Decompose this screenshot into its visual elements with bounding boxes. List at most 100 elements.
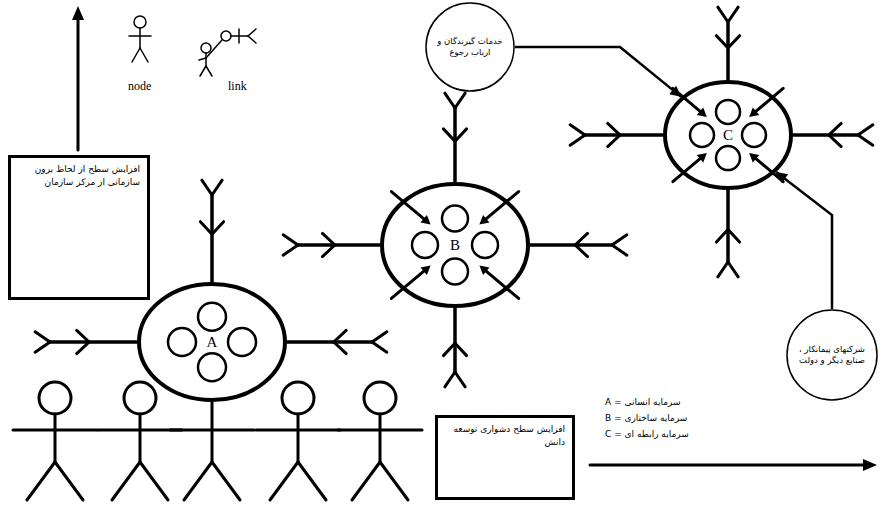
legend-line: A = سرمایه انسانی bbox=[605, 397, 680, 407]
branch-tip bbox=[858, 125, 873, 135]
branch-tip bbox=[202, 180, 212, 195]
person-leg bbox=[212, 462, 240, 500]
branch-tip bbox=[858, 135, 873, 145]
branch-fork bbox=[608, 123, 620, 135]
branch-tip bbox=[212, 180, 222, 195]
branch-tip bbox=[35, 342, 50, 352]
branch-tip bbox=[283, 235, 298, 245]
branch-tip bbox=[612, 235, 627, 245]
branch-tip bbox=[718, 7, 728, 22]
branch-fork bbox=[608, 135, 620, 147]
branch-fork bbox=[212, 222, 224, 234]
person-leg bbox=[270, 462, 298, 500]
branch-fork bbox=[716, 36, 728, 48]
branch-fork bbox=[455, 343, 467, 355]
branch-tip bbox=[455, 93, 465, 108]
node-icon bbox=[140, 48, 148, 62]
inward-arrow-head bbox=[697, 153, 707, 163]
branch-stem bbox=[50, 340, 137, 344]
callout-text: شرکتهای پیمانکار ، صنایع دیگر و دولت bbox=[797, 344, 867, 366]
inner-circle bbox=[716, 100, 740, 124]
inward-arrow-head bbox=[421, 215, 431, 225]
ellipse-border bbox=[139, 284, 285, 400]
person-body bbox=[139, 414, 142, 462]
person-arms bbox=[256, 429, 340, 432]
branch-tip bbox=[718, 262, 728, 277]
branch-tip bbox=[445, 372, 455, 387]
node-icon bbox=[129, 35, 151, 37]
capital-letter: B bbox=[450, 238, 460, 253]
branch-fork bbox=[77, 342, 89, 354]
inward-arrow bbox=[391, 192, 424, 220]
branch-stem bbox=[585, 133, 663, 137]
link-icon bbox=[248, 29, 256, 36]
person-body bbox=[379, 414, 382, 462]
right-arrow-head bbox=[863, 459, 877, 471]
up-arrow-head bbox=[72, 6, 84, 20]
link-icon bbox=[205, 53, 207, 66]
capital-ellipse: B bbox=[380, 182, 530, 308]
callout-text: خدمات گیرندگان و ارباب رجوع bbox=[436, 36, 504, 58]
branch-fork bbox=[443, 129, 455, 141]
node-icon-head bbox=[134, 16, 146, 28]
branch-tip bbox=[455, 372, 465, 387]
branch-fork bbox=[322, 245, 334, 257]
inward-arrow-head bbox=[479, 265, 489, 275]
inward-arrow-head bbox=[749, 107, 759, 117]
branch-fork bbox=[716, 230, 728, 242]
branch-fork bbox=[829, 135, 841, 147]
ellipse-border bbox=[665, 82, 791, 188]
branch-tip bbox=[570, 125, 585, 135]
person-leg bbox=[140, 462, 168, 500]
branch-fork bbox=[728, 230, 740, 242]
capital-ellipse: C bbox=[663, 80, 793, 190]
node-icon bbox=[132, 48, 140, 62]
person-body bbox=[211, 402, 214, 462]
legend-line: B = سرمایه ساختاری bbox=[605, 413, 687, 423]
capital-ellipse: A bbox=[137, 282, 287, 402]
link-icon bbox=[248, 36, 256, 43]
text-box: افزایش سطح از لحاظ برون سازمانی از مرکز … bbox=[8, 155, 150, 300]
person-leg bbox=[298, 462, 326, 500]
inner-circle bbox=[198, 353, 226, 381]
icon-caption: link bbox=[228, 79, 247, 94]
branch-tip bbox=[35, 332, 50, 342]
legend-line: C = سرمایه رابطه ای bbox=[605, 429, 689, 439]
inward-arrow bbox=[673, 158, 701, 182]
capital-letter: C bbox=[723, 128, 733, 143]
inner-circle bbox=[442, 258, 468, 284]
callout-circle: شرکتهای پیمانکار ، صنایع دیگر و دولت bbox=[786, 309, 878, 401]
text-box: افزایش سطح دشواری توسعه دانش bbox=[435, 415, 575, 500]
link-icon bbox=[206, 40, 222, 58]
branch-stem bbox=[210, 195, 214, 282]
person-body bbox=[54, 414, 57, 462]
node-icon bbox=[139, 28, 141, 48]
link-icon-head bbox=[201, 43, 211, 53]
person-body bbox=[297, 414, 300, 462]
callout-border bbox=[426, 3, 514, 91]
branch-tip bbox=[445, 93, 455, 108]
link-icon bbox=[200, 66, 206, 76]
person-leg bbox=[184, 462, 212, 500]
branch-fork bbox=[829, 123, 841, 135]
person-head bbox=[364, 382, 396, 414]
branch-fork bbox=[443, 343, 455, 355]
branch-tip bbox=[372, 342, 387, 352]
person-head bbox=[282, 382, 314, 414]
inner-circle bbox=[690, 123, 714, 147]
inward-arrow bbox=[673, 88, 701, 112]
callout-border bbox=[787, 310, 877, 400]
branch-fork bbox=[575, 233, 587, 245]
inner-circle bbox=[198, 303, 226, 331]
person-arms bbox=[338, 429, 422, 432]
branch-fork bbox=[728, 36, 740, 48]
callout-circle: خدمات گیرندگان و ارباب رجوع bbox=[425, 2, 515, 92]
inner-circle bbox=[412, 232, 438, 258]
person-arms bbox=[13, 429, 97, 432]
person-leg bbox=[55, 462, 83, 500]
inner-circle bbox=[742, 123, 766, 147]
branch-fork bbox=[334, 342, 346, 354]
branch-stem bbox=[530, 243, 612, 247]
